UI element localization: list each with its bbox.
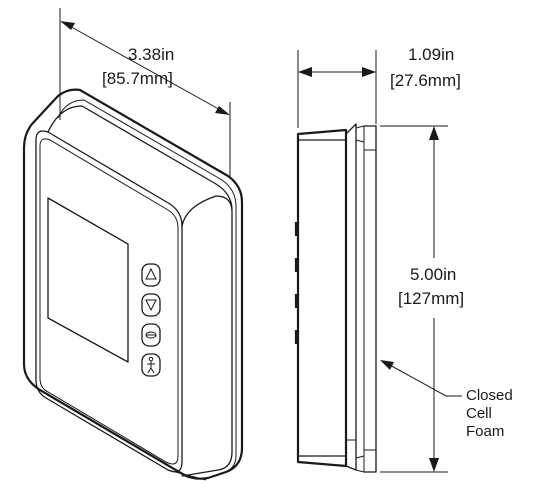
height-metric: [127mm] [398, 289, 464, 308]
front-face-inner [39, 138, 179, 465]
depth-metric: [27.6mm] [390, 71, 461, 90]
front-face-outer [35, 130, 183, 473]
down-arrow-icon [145, 299, 157, 312]
foam-callout-leader [380, 360, 462, 397]
body-outline [22, 88, 244, 480]
depth-imperial: 1.09in [408, 45, 454, 64]
width-metric: [85.7mm] [102, 69, 173, 88]
callout-line1: Closed [466, 387, 513, 404]
top-rim [47, 105, 233, 211]
occupancy-icon [147, 356, 155, 374]
callout-line3: Foam [466, 423, 504, 440]
bottom-rim [167, 469, 207, 481]
height-imperial: 5.00in [410, 265, 456, 284]
side-body [296, 128, 348, 468]
callout-line2: Cell [466, 405, 492, 422]
depth-dimension-line [298, 67, 376, 77]
mode-button[interactable] [141, 323, 161, 347]
foam-layer-outer [363, 125, 377, 473]
width-imperial: 3.38in [128, 45, 174, 64]
side-rim-outer [219, 206, 237, 475]
down-button[interactable] [141, 293, 161, 317]
back-plate [345, 123, 357, 471]
top-rim-inner [57, 99, 237, 207]
width-dimension-line [60, 21, 230, 115]
display-screen [47, 197, 129, 363]
front-view [22, 8, 244, 481]
foam-layer [355, 125, 365, 473]
side-view [294, 50, 377, 473]
height-dimension-line [429, 126, 439, 472]
occupancy-button[interactable] [141, 353, 161, 377]
up-arrow-icon [145, 267, 157, 280]
side-rim [181, 195, 233, 477]
up-button[interactable] [141, 263, 161, 287]
